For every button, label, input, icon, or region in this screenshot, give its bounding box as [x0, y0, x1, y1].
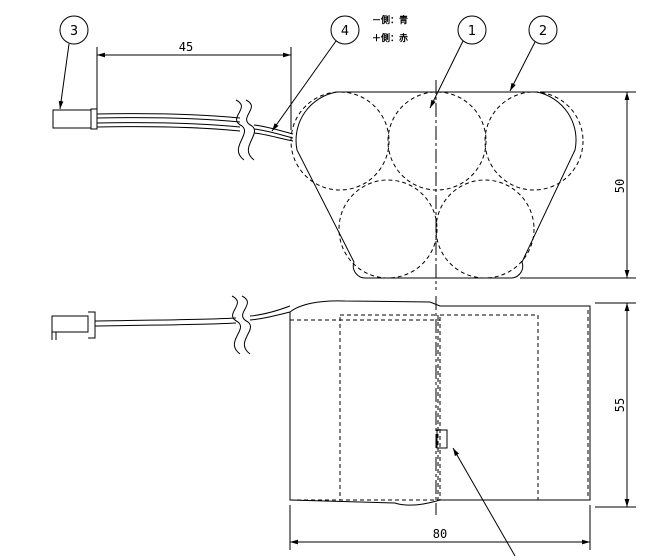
callout-2: 2 [509, 15, 558, 92]
svg-text:4: 4 [341, 24, 349, 39]
legend-positive: ＋側：赤 [372, 32, 408, 44]
dim-45 [96, 47, 292, 130]
lead-wires-left [96, 113, 241, 132]
connector-side [51, 311, 96, 340]
dim-55-label: 55 [613, 398, 627, 412]
cell-2 [387, 91, 487, 191]
pack-outline-top [295, 91, 577, 279]
side-wires-right [249, 305, 291, 321]
dim-50 [520, 91, 636, 279]
dim-55 [595, 302, 636, 508]
svg-text:1: 1 [468, 24, 476, 39]
dim-50-label: 50 [613, 179, 627, 193]
callout-3: 3 [58, 15, 89, 110]
callout-4: 4 [271, 15, 360, 132]
wire-break-mark [235, 99, 255, 161]
tab [436, 429, 448, 449]
top-view [52, 80, 584, 290]
side-sleeve [290, 310, 589, 501]
side-cell-right [439, 314, 539, 501]
cell-5 [435, 179, 535, 279]
side-wire-break [231, 295, 251, 355]
pack-outline-side [289, 300, 591, 506]
cells [290, 91, 584, 279]
side-view [51, 295, 591, 557]
svg-text:2: 2 [539, 24, 547, 39]
cell-3 [484, 91, 584, 191]
legend-negative: －側：青 [372, 14, 408, 26]
connector-collar [90, 108, 98, 130]
connector-top [52, 109, 92, 129]
lead-wires-right [253, 124, 294, 142]
cell-1 [290, 91, 390, 191]
dim-45-label: 45 [179, 40, 193, 54]
cell-4 [338, 179, 438, 279]
dim-80 [289, 505, 591, 550]
side-wires-left [94, 317, 237, 327]
dim-80-label: 80 [433, 527, 447, 541]
side-cell-left [339, 314, 439, 501]
callout-1: 1 [429, 15, 487, 109]
svg-text:3: 3 [70, 24, 78, 39]
